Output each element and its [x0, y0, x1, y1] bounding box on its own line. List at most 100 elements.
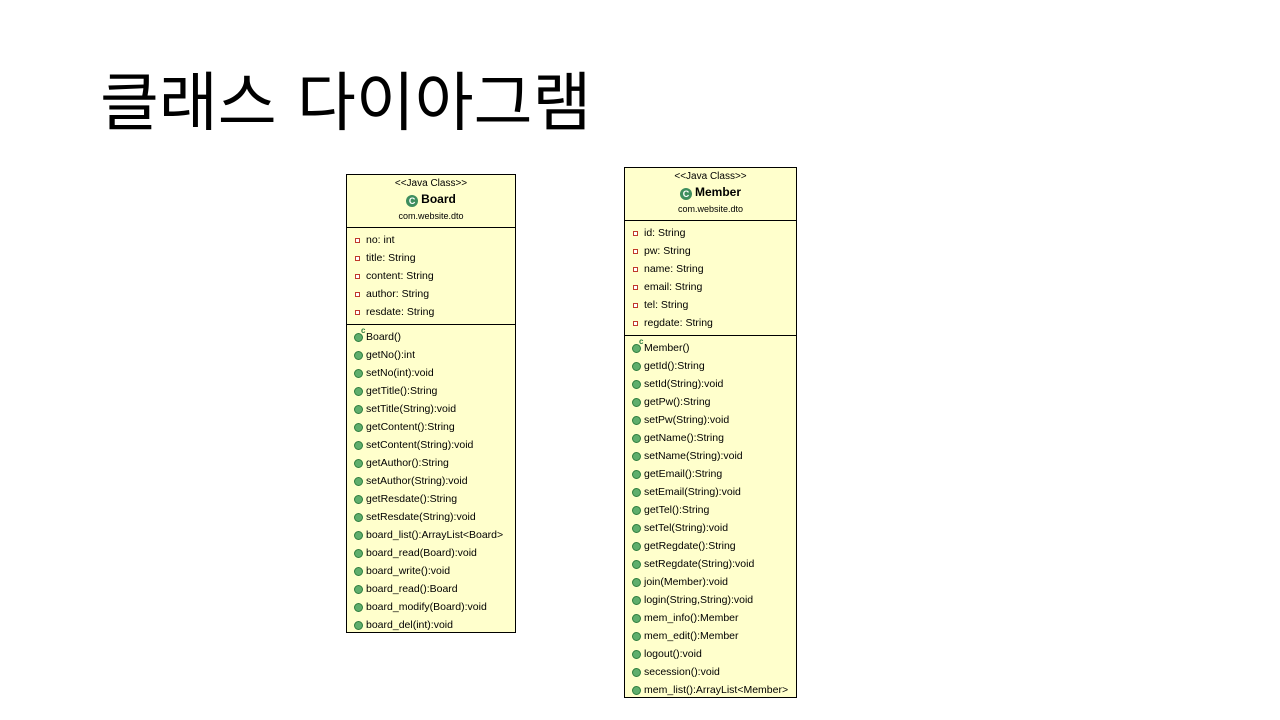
method-row: setNo(int):void: [347, 364, 515, 382]
method-label: mem_info():Member: [644, 612, 739, 624]
class-icon: C: [679, 188, 692, 200]
public-method-icon: [632, 434, 641, 443]
method-row: board_read():Board: [347, 580, 515, 598]
method-label: getResdate():String: [366, 493, 458, 505]
private-field-icon: [355, 292, 360, 297]
field-label: title: String: [366, 252, 416, 264]
public-method-icon: [632, 380, 641, 389]
field-label: id: String: [644, 227, 686, 239]
public-method-icon: [354, 549, 363, 558]
method-row: join(Member):void: [625, 573, 796, 591]
field-label: pw: String: [644, 245, 691, 257]
public-method-icon: [632, 416, 641, 425]
method-row: board_del(int):void: [347, 616, 515, 634]
public-method-icon: [354, 603, 363, 612]
method-row: mem_info():Member: [625, 609, 796, 627]
method-label: setName(String):void: [644, 450, 743, 462]
private-field-icon: [355, 256, 360, 261]
private-field-icon: [633, 231, 638, 236]
method-label: setTel(String):void: [644, 522, 729, 534]
public-method-icon: [632, 542, 641, 551]
class-package: com.website.dto: [677, 204, 744, 214]
method-row: setTitle(String):void: [347, 400, 515, 418]
public-method-icon: [632, 632, 641, 641]
method-label: setTitle(String):void: [366, 403, 457, 415]
method-row: mem_list():ArrayList<Member>: [625, 681, 796, 699]
public-method-icon: [354, 531, 363, 540]
method-label: setPw(String):void: [644, 414, 730, 426]
public-method-icon: [354, 459, 363, 468]
class-name: Member: [694, 185, 741, 199]
public-method-icon: [632, 668, 641, 677]
public-method-icon: [632, 362, 641, 371]
field-row: no: int: [347, 231, 515, 249]
field-row: id: String: [625, 224, 796, 242]
public-method-icon: [632, 524, 641, 533]
field-label: content: String: [366, 270, 434, 282]
method-row: setContent(String):void: [347, 436, 515, 454]
method-row: setPw(String):void: [625, 411, 796, 429]
public-method-icon: [632, 398, 641, 407]
class-package: com.website.dto: [398, 211, 464, 221]
public-method-icon: [354, 621, 363, 630]
method-row: getResdate():String: [347, 490, 515, 508]
method-row: getTel():String: [625, 501, 796, 519]
method-label: secession():void: [644, 666, 720, 678]
method-row: board_write():void: [347, 562, 515, 580]
method-row: getTitle():String: [347, 382, 515, 400]
method-row: setId(String):void: [625, 375, 796, 393]
method-row: setResdate(String):void: [347, 508, 515, 526]
constructor-marker-icon: c: [361, 326, 366, 335]
public-method-icon: [632, 344, 641, 353]
method-row: getId():String: [625, 357, 796, 375]
field-label: tel: String: [644, 299, 689, 311]
method-label: getPw():String: [644, 396, 711, 408]
method-label: board_list():ArrayList<Board>: [366, 529, 504, 541]
method-label: mem_edit():Member: [644, 630, 739, 642]
method-row: getEmail():String: [625, 465, 796, 483]
method-row: secession():void: [625, 663, 796, 681]
public-method-icon: [354, 567, 363, 576]
field-label: author: String: [366, 288, 430, 300]
class-icon: C: [406, 195, 419, 207]
method-row: getPw():String: [625, 393, 796, 411]
public-method-icon: [632, 650, 641, 659]
public-method-icon: [354, 423, 363, 432]
public-method-icon: [632, 470, 641, 479]
method-label: getNo():int: [366, 349, 416, 361]
field-row: regdate: String: [625, 314, 796, 332]
method-row: setAuthor(String):void: [347, 472, 515, 490]
public-method-icon: [632, 578, 641, 587]
field-label: resdate: String: [366, 306, 435, 318]
method-row: getAuthor():String: [347, 454, 515, 472]
method-row: getNo():int: [347, 346, 515, 364]
method-label: getId():String: [644, 360, 705, 372]
method-label: logout():void: [644, 648, 702, 660]
public-method-icon: [632, 452, 641, 461]
field-row: resdate: String: [347, 303, 515, 321]
public-method-icon: [354, 387, 363, 396]
public-method-icon: [354, 513, 363, 522]
private-field-icon: [355, 238, 360, 243]
private-field-icon: [633, 285, 638, 290]
method-label: getTitle():String: [366, 385, 438, 397]
field-row: pw: String: [625, 242, 796, 260]
constructor-label: Member(): [644, 342, 690, 354]
private-field-icon: [633, 321, 638, 326]
field-row: tel: String: [625, 296, 796, 314]
method-row: setTel(String):void: [625, 519, 796, 537]
slide-title: 클래스 다이아그램: [100, 67, 592, 141]
fields-compartment: no: int title: String content: String autho…: [347, 228, 515, 325]
method-label: board_read(Board):void: [366, 547, 477, 559]
public-method-icon: [354, 369, 363, 378]
method-label: join(Member):void: [644, 576, 729, 588]
method-label: getRegdate():String: [644, 540, 736, 552]
